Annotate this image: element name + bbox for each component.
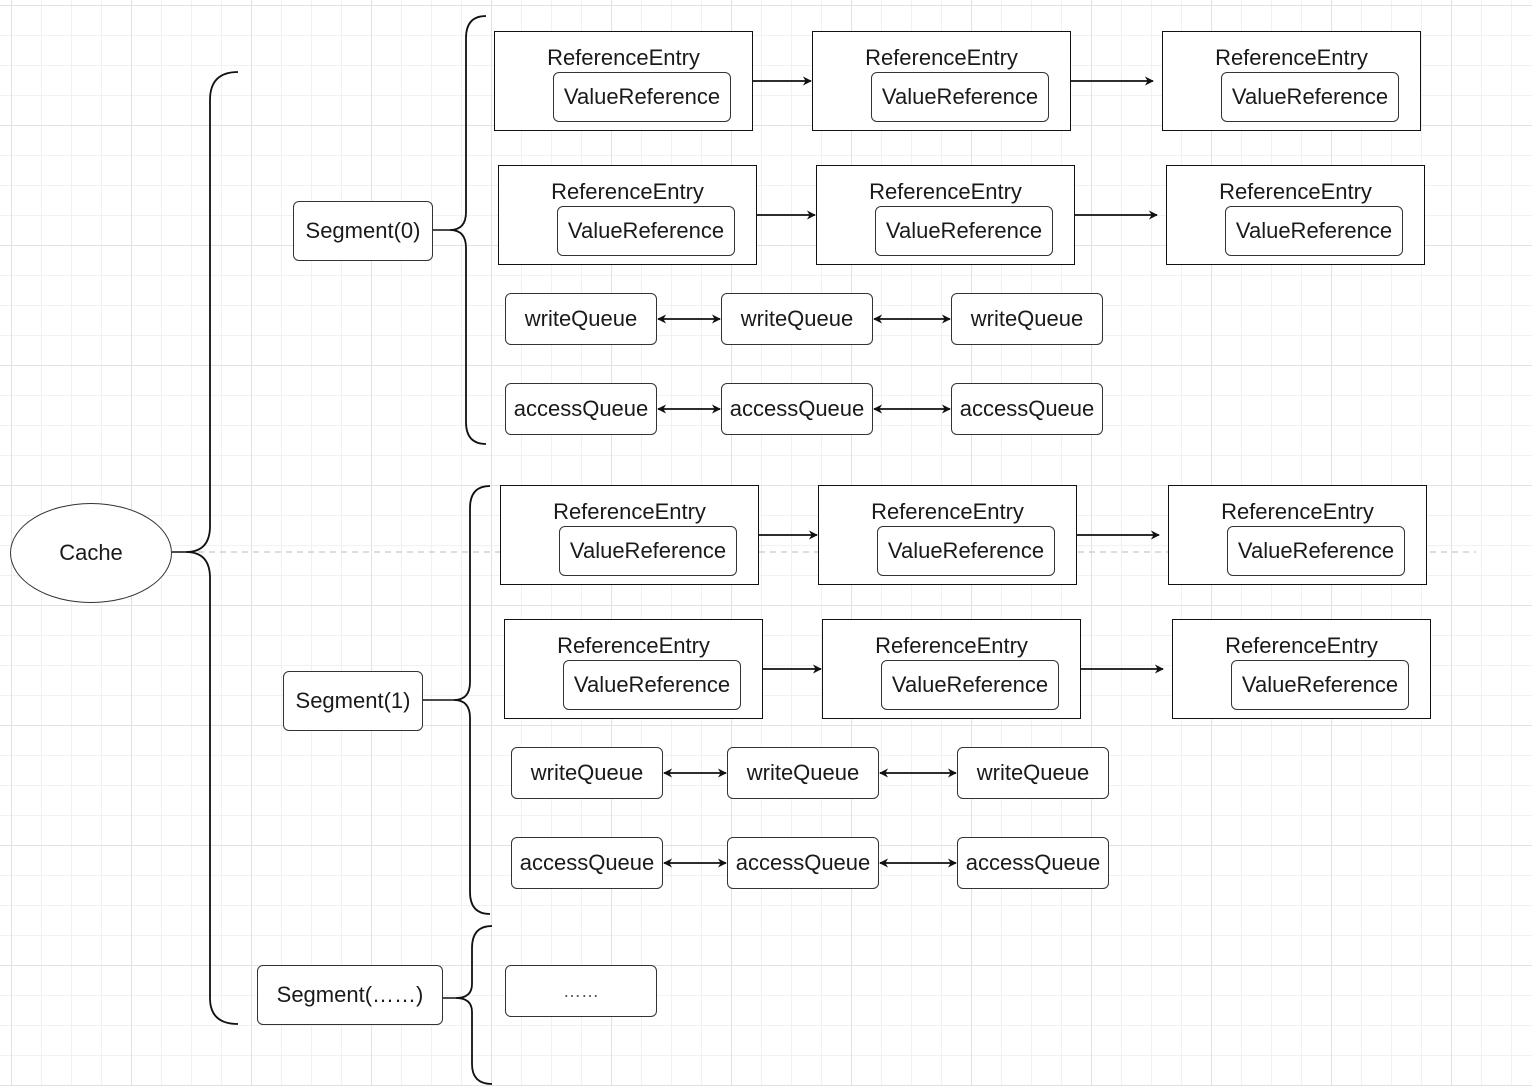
reference-entry-label: ReferenceEntry bbox=[1225, 633, 1378, 658]
reference-entry[interactable]: ReferenceEntry ValueReference bbox=[822, 619, 1081, 719]
access-queue-label: accessQueue bbox=[519, 850, 655, 875]
segment-more-node[interactable]: Segment(……) bbox=[257, 965, 443, 1025]
reference-entry[interactable]: ReferenceEntry ValueReference bbox=[504, 619, 763, 719]
write-queue-label: writeQueue bbox=[524, 306, 638, 331]
cache-label: Cache bbox=[59, 540, 123, 565]
write-queue-node[interactable]: writeQueue bbox=[721, 293, 873, 345]
access-queue-label: accessQueue bbox=[513, 396, 649, 421]
write-queue-node[interactable]: writeQueue bbox=[957, 747, 1109, 799]
reference-entry-label: ReferenceEntry bbox=[551, 179, 704, 204]
access-queue-node[interactable]: accessQueue bbox=[957, 837, 1109, 889]
write-queue-label: writeQueue bbox=[746, 760, 860, 785]
write-queue-label: writeQueue bbox=[530, 760, 644, 785]
reference-entry[interactable]: ReferenceEntry ValueReference bbox=[818, 485, 1077, 585]
cache-brace bbox=[185, 71, 239, 1025]
reference-entry-label: ReferenceEntry bbox=[553, 499, 706, 524]
segment-1-label: Segment(1) bbox=[295, 688, 411, 713]
write-queue-node[interactable]: writeQueue bbox=[727, 747, 879, 799]
reference-entry-label: ReferenceEntry bbox=[869, 179, 1022, 204]
cache-node[interactable]: Cache bbox=[10, 503, 172, 603]
access-queue-node[interactable]: accessQueue bbox=[721, 383, 873, 435]
value-reference[interactable]: ValueReference bbox=[877, 526, 1055, 576]
access-queue-label: accessQueue bbox=[965, 850, 1101, 875]
ellipsis-node[interactable]: …… bbox=[505, 965, 657, 1017]
value-reference[interactable]: ValueReference bbox=[875, 206, 1053, 256]
reference-entry-label: ReferenceEntry bbox=[1221, 499, 1374, 524]
reference-entry-label: ReferenceEntry bbox=[1215, 45, 1368, 70]
segment-more-label: Segment(……) bbox=[276, 982, 424, 1007]
segment-1-brace bbox=[453, 485, 491, 915]
value-reference[interactable]: ValueReference bbox=[881, 660, 1059, 710]
value-reference[interactable]: ValueReference bbox=[563, 660, 741, 710]
write-queue-label: writeQueue bbox=[976, 760, 1090, 785]
reference-entry-label: ReferenceEntry bbox=[547, 45, 700, 70]
reference-entry[interactable]: ReferenceEntry ValueReference bbox=[1172, 619, 1431, 719]
reference-entry[interactable]: ReferenceEntry ValueReference bbox=[1162, 31, 1421, 131]
segment-1-node[interactable]: Segment(1) bbox=[283, 671, 423, 731]
access-queue-node[interactable]: accessQueue bbox=[727, 837, 879, 889]
access-queue-label: accessQueue bbox=[729, 396, 865, 421]
write-queue-node[interactable]: writeQueue bbox=[951, 293, 1103, 345]
reference-entry-label: ReferenceEntry bbox=[871, 499, 1024, 524]
write-queue-label: writeQueue bbox=[970, 306, 1084, 331]
reference-entry[interactable]: ReferenceEntry ValueReference bbox=[494, 31, 753, 131]
reference-entry[interactable]: ReferenceEntry ValueReference bbox=[1166, 165, 1425, 265]
reference-entry-label: ReferenceEntry bbox=[865, 45, 1018, 70]
reference-entry[interactable]: ReferenceEntry ValueReference bbox=[498, 165, 757, 265]
access-queue-node[interactable]: accessQueue bbox=[511, 837, 663, 889]
reference-entry-label: ReferenceEntry bbox=[557, 633, 710, 658]
segment-0-node[interactable]: Segment(0) bbox=[293, 201, 433, 261]
value-reference[interactable]: ValueReference bbox=[1227, 526, 1405, 576]
write-queue-node[interactable]: writeQueue bbox=[511, 747, 663, 799]
value-reference[interactable]: ValueReference bbox=[1221, 72, 1399, 122]
segment-0-label: Segment(0) bbox=[305, 218, 421, 243]
value-reference[interactable]: ValueReference bbox=[557, 206, 735, 256]
reference-entry[interactable]: ReferenceEntry ValueReference bbox=[816, 165, 1075, 265]
write-queue-node[interactable]: writeQueue bbox=[505, 293, 657, 345]
access-queue-node[interactable]: accessQueue bbox=[951, 383, 1103, 435]
access-queue-node[interactable]: accessQueue bbox=[505, 383, 657, 435]
reference-entry-label: ReferenceEntry bbox=[875, 633, 1028, 658]
reference-entry[interactable]: ReferenceEntry ValueReference bbox=[812, 31, 1071, 131]
value-reference[interactable]: ValueReference bbox=[553, 72, 731, 122]
value-reference[interactable]: ValueReference bbox=[1225, 206, 1403, 256]
reference-entry[interactable]: ReferenceEntry ValueReference bbox=[500, 485, 759, 585]
reference-entry[interactable]: ReferenceEntry ValueReference bbox=[1168, 485, 1427, 585]
segment-0-brace bbox=[449, 15, 487, 445]
value-reference[interactable]: ValueReference bbox=[871, 72, 1049, 122]
value-reference[interactable]: ValueReference bbox=[1231, 660, 1409, 710]
value-reference[interactable]: ValueReference bbox=[559, 526, 737, 576]
access-queue-label: accessQueue bbox=[959, 396, 1095, 421]
write-queue-label: writeQueue bbox=[740, 306, 854, 331]
segment-more-brace bbox=[455, 925, 493, 1085]
reference-entry-label: ReferenceEntry bbox=[1219, 179, 1372, 204]
ellipsis-label: …… bbox=[563, 980, 599, 1001]
access-queue-label: accessQueue bbox=[735, 850, 871, 875]
